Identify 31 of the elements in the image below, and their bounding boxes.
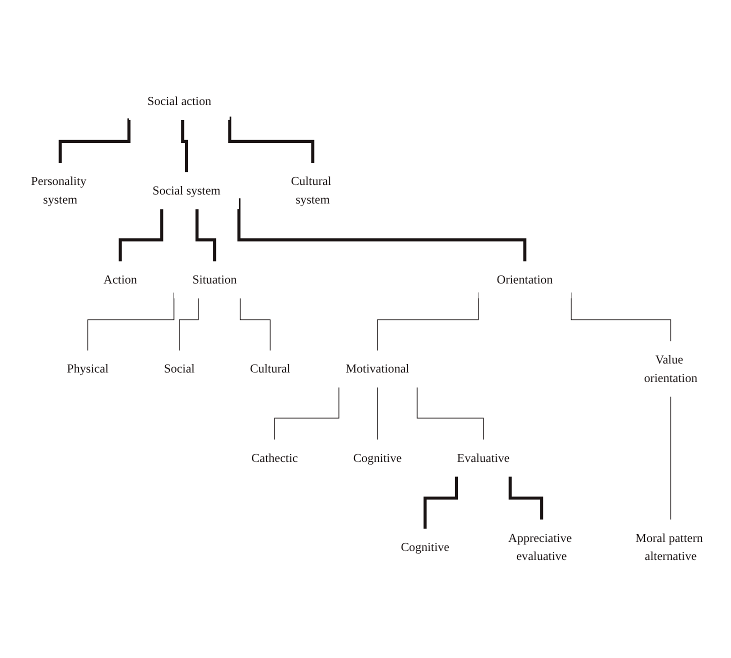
node-text: Orientation [496, 273, 553, 287]
node-text: Cognitive [353, 451, 402, 465]
node-text: Social action [147, 94, 212, 108]
connector [181, 120, 188, 174]
node-text: Appreciative evaluative [508, 531, 572, 564]
connector [228, 116, 314, 164]
node-text: Physical [66, 362, 109, 376]
connector [237, 198, 526, 263]
connector [196, 209, 216, 263]
node-text: Moral pattern alternative [636, 531, 703, 564]
connector [377, 387, 378, 440]
connector [670, 396, 672, 520]
connector [240, 298, 271, 351]
connector [118, 209, 164, 263]
node-text: Motivational [346, 362, 410, 376]
connector [274, 387, 340, 440]
connector [416, 387, 484, 440]
connector [508, 476, 544, 522]
node-text: Cathectic [251, 451, 298, 465]
connector [424, 476, 458, 530]
node-text: Cultural system [291, 174, 332, 207]
node-text: Situation [192, 273, 237, 287]
connector [58, 118, 130, 164]
node-text: Cognitive [400, 540, 450, 554]
node-text: Social [164, 362, 195, 376]
node-text: Evaluative [457, 451, 510, 465]
node-text: Cultural [250, 362, 290, 376]
node-text: Personality system [31, 174, 86, 207]
connector [178, 298, 199, 351]
node-text: Action [104, 273, 138, 287]
node-text: Value orientation [644, 352, 698, 385]
